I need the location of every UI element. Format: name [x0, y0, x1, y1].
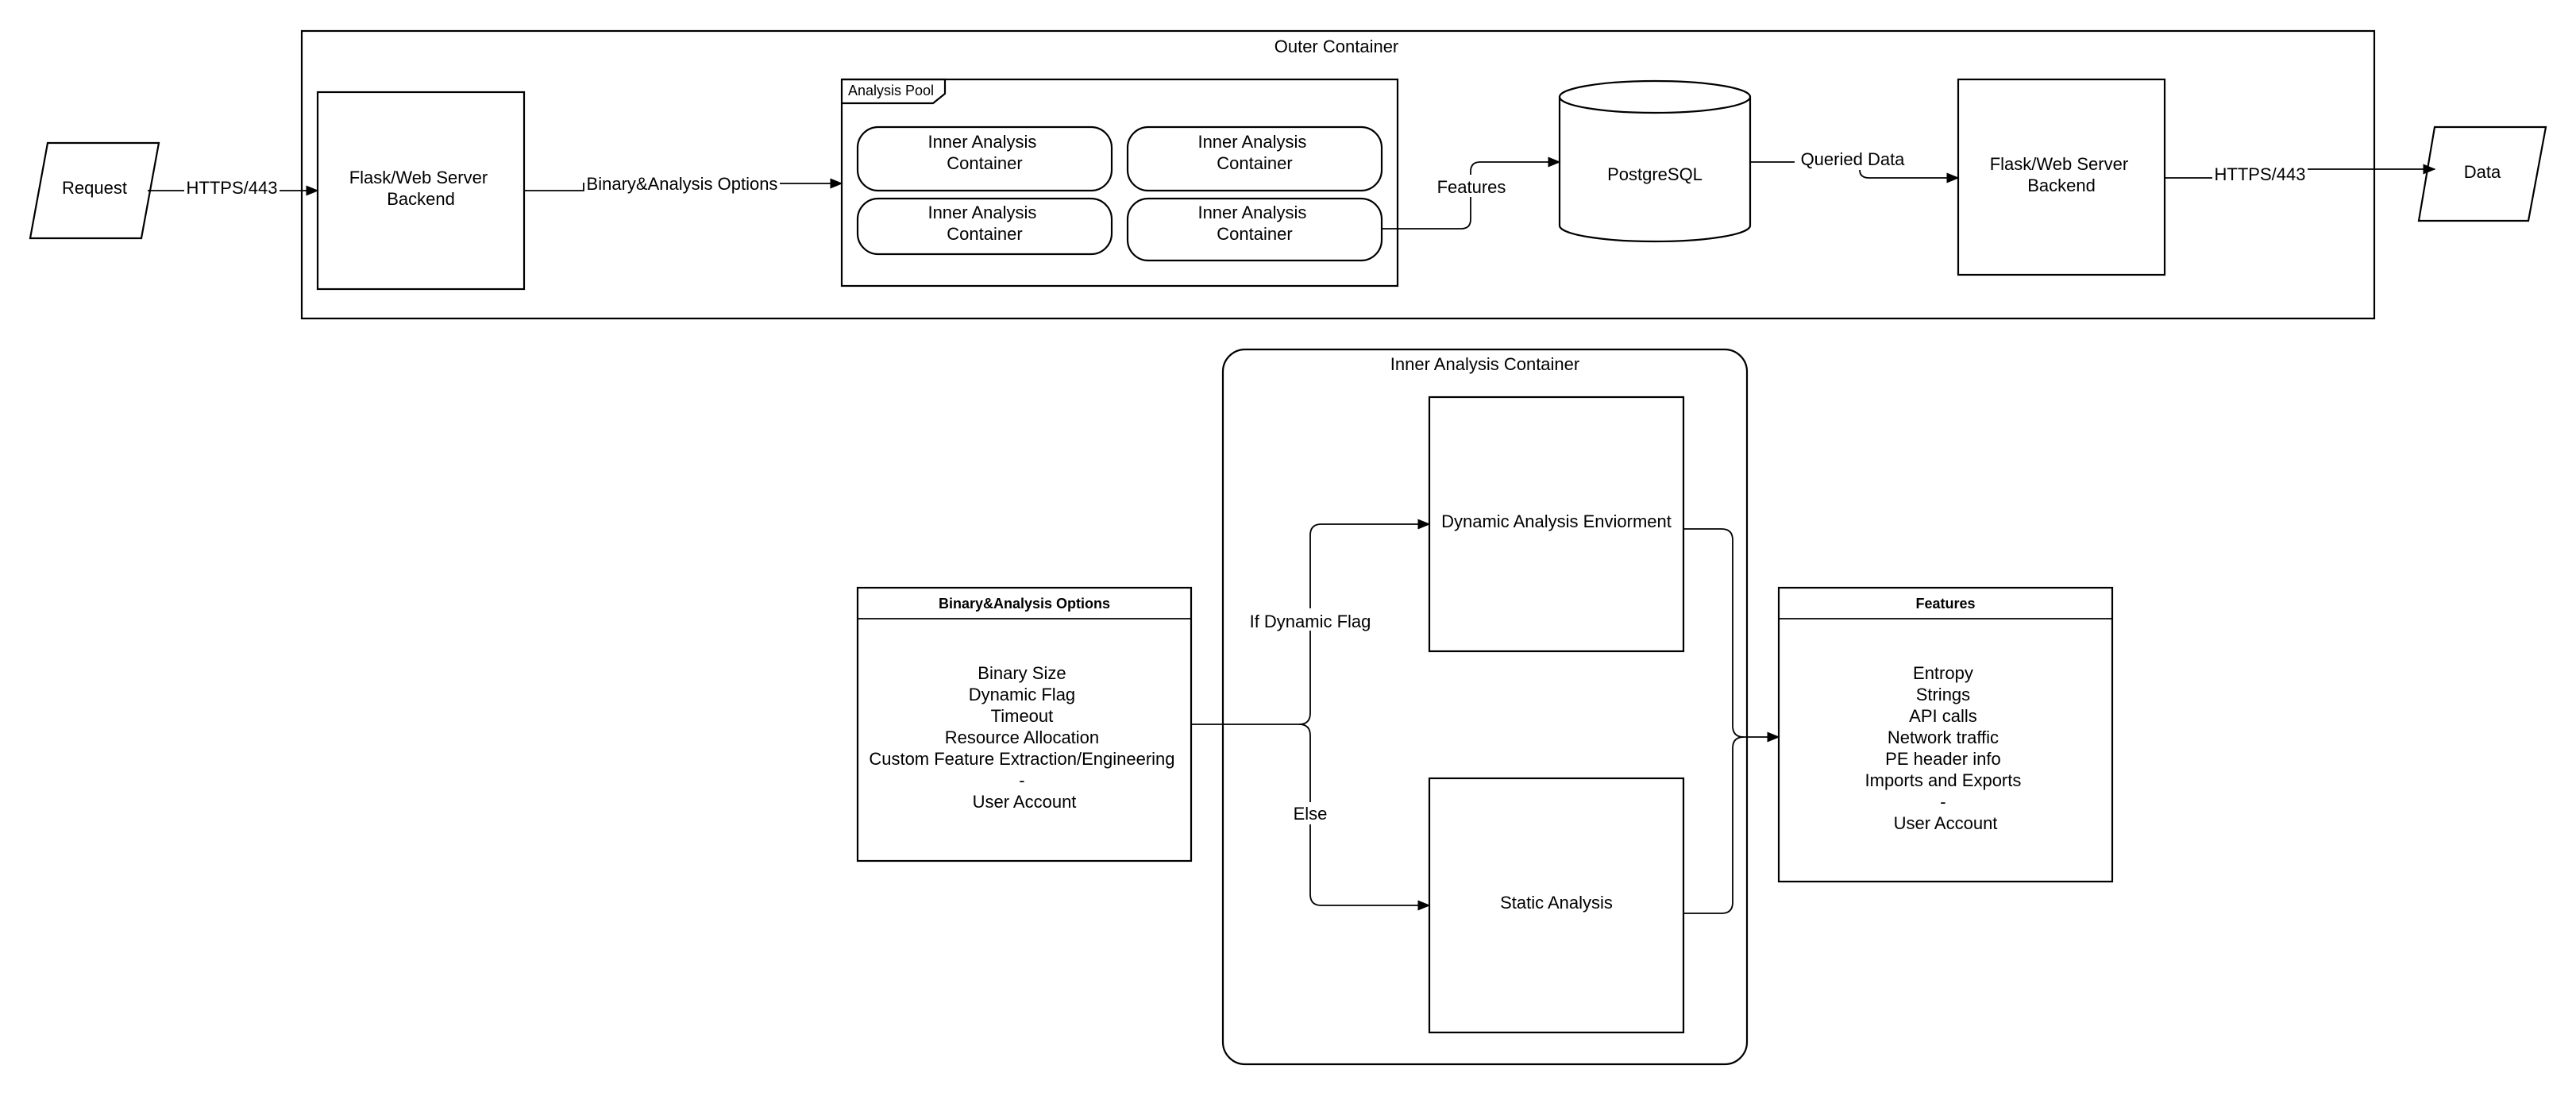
inner-container-pool-4 — [1126, 197, 1383, 262]
edge-label-if-dynamic: If Dynamic Flag — [1250, 612, 1371, 631]
features-row: Network traffic — [1888, 727, 1999, 747]
options-row: Resource Allocation — [945, 727, 1099, 747]
edge-label-bg — [2212, 164, 2308, 186]
edge-label-bg — [1434, 175, 1509, 197]
inner-container-pool-1 — [856, 125, 1113, 192]
inner-container-pool-4-label: Inner Analysis Container — [1197, 203, 1311, 244]
features-row: Strings — [1916, 685, 1970, 704]
analysis-pool-tab — [842, 78, 947, 105]
features-row: Entropy — [1913, 663, 1973, 683]
options-table — [856, 586, 1193, 863]
edge-label-https-out: HTTPS/443 — [2215, 164, 2306, 184]
features-row: - — [1940, 792, 1945, 812]
edge-static-to-features — [1683, 731, 1780, 914]
inner-container-pool-1-label: Inner Analysis Container — [927, 132, 1041, 173]
inner-container-pool-3-label: Inner Analysis Container — [927, 203, 1041, 244]
edge-label-https-in: HTTPS/443 — [187, 178, 278, 198]
inner-analysis-container-frame — [1221, 348, 1749, 1066]
flask-backend-right-label: Flask/Web Server Backend — [1990, 154, 2134, 195]
edge-label-bg — [584, 172, 780, 194]
dynamic-analysis-box — [1428, 396, 1685, 653]
analysis-pool-title: Analysis Pool — [848, 83, 934, 98]
edge-label-features: Features — [1437, 177, 1506, 197]
static-analysis-box — [1428, 777, 1685, 1034]
inner-container-pool-3 — [856, 197, 1113, 256]
postgres-cylinder-top — [1558, 79, 1752, 114]
features-table — [1777, 586, 2114, 883]
data-node — [2417, 125, 2547, 222]
postgres-label: PostgreSQL — [1607, 164, 1703, 184]
outer-container-frame — [300, 29, 2376, 320]
postgres-cylinder — [1558, 97, 1752, 243]
features-row: Imports and Exports — [1865, 770, 2022, 790]
features-row: User Account — [1894, 813, 1998, 833]
flask-backend-left — [316, 91, 526, 291]
dynamic-analysis-label: Dynamic Analysis Enviorment — [1441, 511, 1672, 531]
features-table-body: Entropy Strings API calls Network traffi… — [1865, 663, 2026, 833]
edge-label-bg — [184, 178, 280, 200]
edge-label-else: Else — [1294, 804, 1328, 824]
inner-analysis-container-title: Inner Analysis Container — [1390, 354, 1579, 374]
features-table-header: Features — [1915, 596, 1975, 612]
inner-container-pool-2 — [1126, 125, 1383, 192]
options-row: Custom Feature Extraction/Engineering — [869, 749, 1174, 769]
options-row: - — [1019, 770, 1024, 790]
options-table-body: Binary Size Dynamic Flag Timeout Resourc… — [869, 663, 1179, 812]
edge-label-bg — [1795, 148, 1911, 170]
flask-backend-left-label: Flask/Web Server Backend — [349, 168, 493, 209]
edge-label-queried-data: Queried Data — [1801, 149, 1906, 169]
edge-dynamic-to-features — [1683, 528, 1745, 738]
edge-label-bg — [1245, 608, 1375, 631]
options-row: Dynamic Flag — [969, 685, 1075, 704]
features-row: PE header info — [1885, 749, 2001, 769]
options-row: Timeout — [991, 706, 1054, 726]
data-label: Data — [2464, 162, 2501, 182]
features-row: API calls — [1909, 706, 1977, 726]
edge-label-binary-options: Binary&Analysis Options — [587, 174, 778, 194]
request-node — [29, 141, 160, 240]
options-table-header: Binary&Analysis Options — [939, 596, 1110, 612]
edge-label-bg — [1290, 802, 1331, 824]
inner-container-pool-2-label: Inner Analysis Container — [1197, 132, 1311, 173]
options-row: Binary Size — [978, 663, 1066, 683]
static-analysis-label: Static Analysis — [1500, 893, 1613, 913]
request-label: Request — [62, 178, 127, 198]
edge-options-to-static — [1298, 724, 1431, 911]
options-row: User Account — [973, 792, 1077, 812]
outer-container-title: Outer Container — [1275, 37, 1399, 56]
flask-backend-right — [1957, 78, 2166, 276]
